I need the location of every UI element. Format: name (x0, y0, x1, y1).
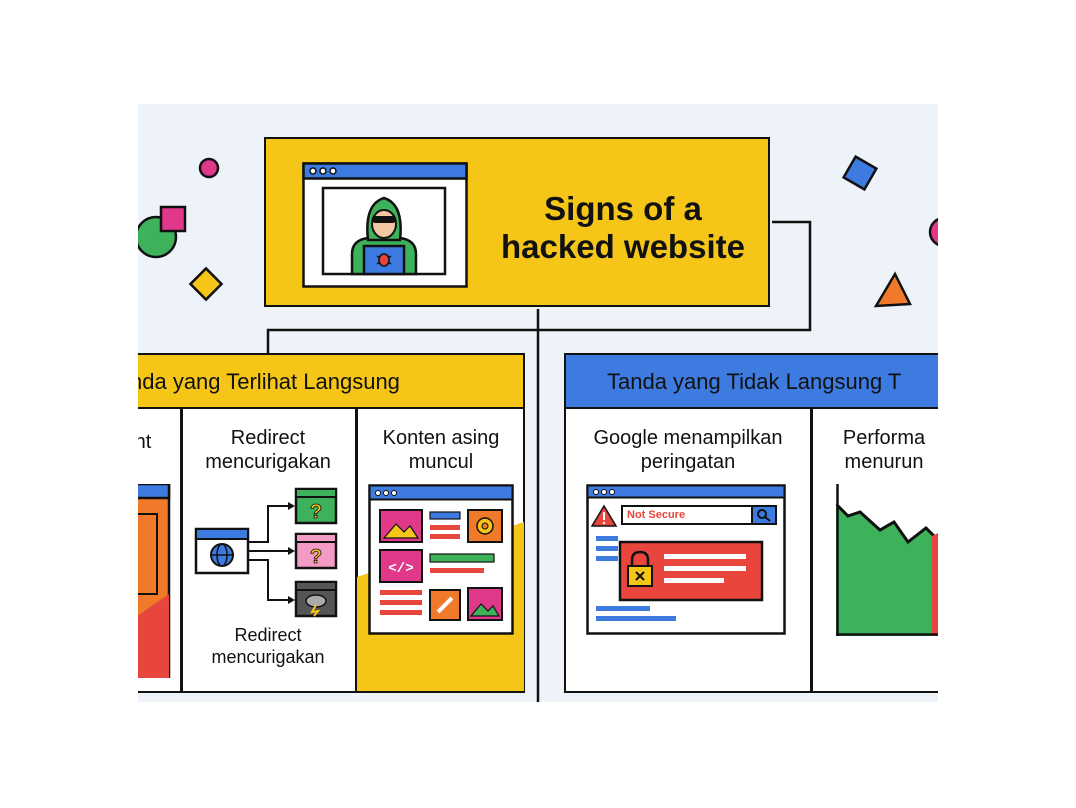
left-divider-1 (180, 407, 183, 693)
svg-text:</>: </> (388, 561, 413, 577)
right-section-header: Tanda yang Tidak Langsung T (564, 353, 938, 409)
right-section-title: Tanda yang Tidak Langsung T (607, 369, 902, 394)
title-line-1: Signs of a (544, 190, 702, 227)
svg-text:?: ? (310, 501, 322, 523)
lock-icon (627, 550, 653, 587)
connector-right (538, 220, 812, 332)
warning-icon (590, 504, 618, 527)
foreign-content-window: </> (368, 484, 514, 635)
left-section-title: nda yang Terlihat Langsung (138, 369, 400, 394)
svg-text:?: ? (310, 546, 322, 568)
right-item-1-label-line1: Google menampilkan (593, 427, 783, 449)
left-item-3-label-line2: muncul (408, 451, 474, 473)
right-divider-1 (810, 407, 813, 693)
hacker-browser-window (302, 162, 468, 288)
code-icon: </> (379, 549, 423, 583)
question-icon: ? (294, 532, 338, 570)
title-line-2: hacked website (501, 228, 745, 265)
bug-icon (376, 253, 392, 267)
not-secure-text: Not Secure (627, 509, 686, 521)
image-icon (379, 509, 423, 543)
right-item-2-label-line2: menurun (844, 451, 924, 473)
redirect-diagram: ? ? (194, 487, 338, 618)
decorative-shapes (138, 154, 938, 702)
left-item-2-label-line2: mencurigakan (205, 451, 331, 473)
left-item-2-label-line1: Redirect (230, 427, 306, 449)
pink-circle-shape-right (928, 217, 938, 247)
hacker-icon (350, 196, 418, 276)
chart-icon (836, 484, 938, 636)
left-item-2-caption: Redirect mencurigakan (183, 624, 353, 668)
page-title: Signs of a hacked website (498, 190, 748, 266)
gear-icon (467, 509, 503, 543)
image-icon (467, 587, 503, 621)
link-icon (429, 589, 461, 621)
globe-icon (210, 543, 234, 567)
left-item-3-label: Konten asing muncul (358, 426, 524, 474)
right-item-2-label: Performa menurun (814, 426, 938, 474)
left-item-2-caption-line2: mencurigakan (211, 647, 325, 667)
right-item-1-label: Google menampilkan peringatan (568, 426, 808, 474)
search-icon (751, 505, 777, 525)
left-item-2-caption-line1: Redirect (234, 625, 302, 645)
yellow-diamond-shape (188, 266, 224, 302)
diagram-canvas: Signs of a hacked website nda yang Terli… (138, 104, 938, 702)
question-icon: ? (294, 487, 338, 525)
left-divider-2 (355, 407, 358, 693)
orange-triangle-shape (873, 271, 912, 308)
right-item-1-label-line2: peringatan (640, 451, 736, 473)
cloud-lightning-icon (294, 580, 338, 618)
warning-browser-window (586, 484, 786, 635)
left-item-3-label-line1: Konten asing (382, 427, 500, 449)
left-item-1-visual (138, 484, 171, 678)
left-section-header: nda yang Terlihat Langsung (138, 353, 525, 409)
left-item-1-label: nt (138, 431, 152, 453)
left-item-2-label: Redirect mencurigakan (183, 426, 353, 474)
connector-left (266, 309, 540, 354)
pink-circle-shape (198, 157, 220, 179)
pink-square-shape (159, 205, 187, 233)
blue-diamond-shape (841, 154, 879, 192)
right-item-2-label-line1: Performa (842, 427, 926, 449)
